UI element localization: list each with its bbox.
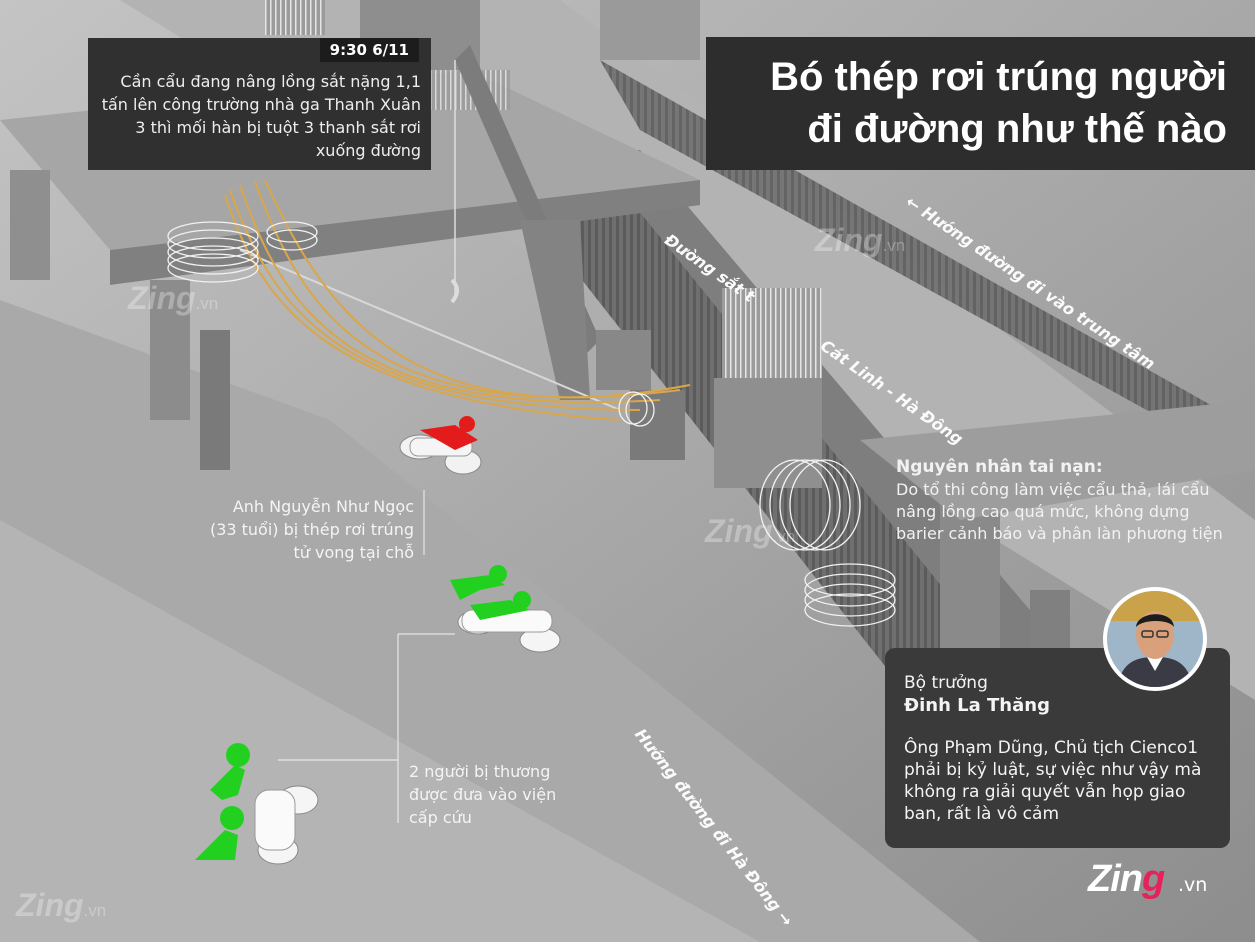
watermark: Zing.vn [815, 222, 906, 258]
brand-logo-domain: .vn [1178, 874, 1208, 896]
lift-cable [239, 249, 621, 411]
pillar [10, 170, 50, 280]
brand-logo: Zing [1088, 858, 1165, 900]
quote-panel: Bộ trưởng Đinh La Thăng Ông Phạm Dũng, C… [885, 648, 1230, 848]
victim-figure [399, 416, 482, 475]
bridge-deck-right [860, 400, 1255, 520]
victim-callout-line: Anh Nguyễn Như Ngọc [232, 497, 414, 516]
injured-callout-line: cấp cứu [409, 808, 472, 827]
pillar [150, 280, 190, 420]
page-title-line-1: Bó thép rơi trúng người [770, 55, 1227, 99]
pillar [1030, 590, 1070, 650]
pillar [200, 330, 230, 470]
victim-callout-line: tử vong tại chỗ [293, 543, 414, 562]
portrait-icon [1107, 591, 1203, 687]
rebar-cage [722, 288, 822, 383]
injured-callout-line: được đưa vào viện [409, 785, 557, 804]
injured-callout: 2 người bị thương được đưa vào viện cấp … [409, 760, 609, 829]
crane-cab [596, 330, 651, 390]
quote-text: Ông Phạm Dũng, Chủ tịch Cienco1 phải bị … [904, 738, 1202, 824]
watermark: Zing.vn [16, 887, 107, 923]
page-title-line-2: đi đường như thế nào [807, 107, 1227, 151]
event-panel: 9:30 6/11 Cần cẩu đang nâng lồng sắt nặn… [88, 38, 431, 170]
victim-callout: Anh Nguyễn Như Ngọc (33 tuổi) bị thép rơ… [150, 495, 414, 564]
crane-arm [520, 220, 590, 400]
victim-callout-line: (33 tuổi) bị thép rơi trúng [209, 520, 414, 539]
road-lane [0, 520, 760, 942]
event-description: Cần cẩu đang nâng lồng sắt nặng 1,1 tấn … [101, 72, 421, 160]
injured-callout-line: 2 người bị thương [409, 762, 551, 781]
rebar-coils [167, 221, 896, 627]
rebar-bundle [265, 0, 325, 35]
event-time: 9:30 6/11 [319, 38, 419, 62]
upper-structure [600, 0, 700, 60]
crane-hook [450, 278, 459, 304]
quote-role: Bộ trưởng [904, 673, 988, 693]
avatar [1103, 587, 1207, 691]
injured-rider-1 [450, 565, 561, 653]
cause-panel: Nguyên nhân tai nạn: Do tổ thi công làm … [896, 456, 1226, 545]
cause-title: Nguyên nhân tai nạn: [896, 457, 1103, 477]
callout-lines [278, 490, 455, 823]
cause-text: Do tổ thi công làm việc cẩu thả, lái cẩu… [896, 480, 1223, 543]
concrete-block [714, 378, 822, 488]
watermark: Zing.vn [705, 513, 796, 549]
falling-rebar [224, 179, 691, 421]
injured-rider-2 [195, 743, 319, 865]
watermark: Zing.vn [128, 280, 219, 316]
title-panel: Bó thép rơi trúng người đi đường như thế… [706, 37, 1255, 170]
quote-name: Đinh La Thăng [904, 695, 1050, 716]
